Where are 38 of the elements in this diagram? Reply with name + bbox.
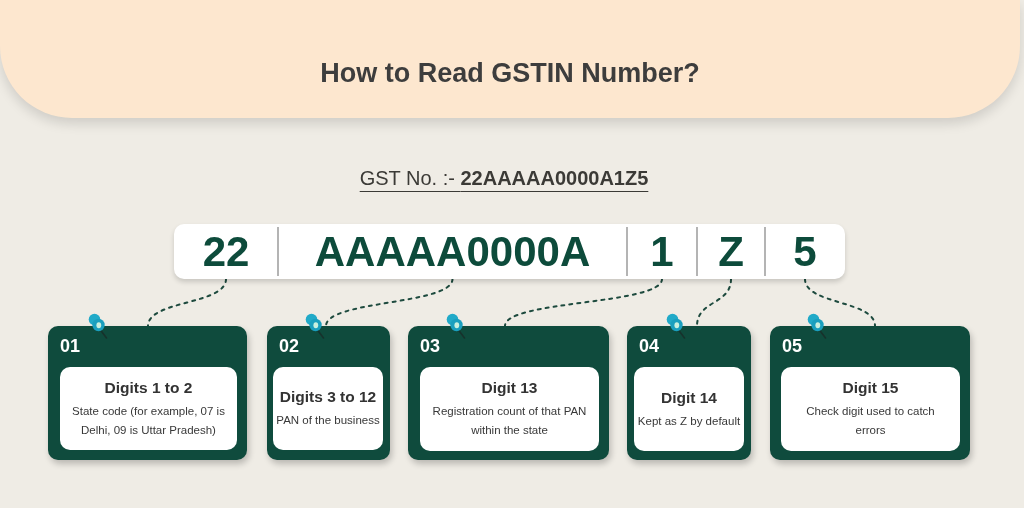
step-card [770, 326, 970, 460]
step-number: 01 [60, 336, 81, 356]
digit-range-heading: Digits 1 to 2 [104, 377, 193, 397]
step-number: 04 [639, 336, 660, 356]
dotted-connector [696, 278, 732, 327]
description-text: State code (for example, 07 is Delhi, 09 is Uttar Pradesh) [71, 403, 226, 438]
info-panel [781, 367, 960, 451]
digit-range-heading: Digits 3 to 12 [279, 387, 377, 406]
dotted-connector [504, 278, 663, 327]
step-card [627, 326, 751, 460]
step-number: 02 [279, 336, 300, 356]
code-part-text: Z [718, 224, 744, 279]
digit-range-heading: Digit 15 [842, 378, 899, 397]
description-text: Kept as Z by default [637, 413, 741, 429]
code-part-text: 22 [202, 224, 250, 279]
description-text: Check digit used to catch errors [805, 404, 936, 438]
dotted-connector [147, 278, 227, 327]
gstin-bar [174, 224, 845, 279]
info-panel [634, 367, 744, 451]
dotted-connector [804, 278, 876, 327]
info-panel [420, 367, 599, 451]
code-part-text: 1 [650, 224, 674, 279]
description-text: PAN of the business [276, 413, 380, 428]
digit-range-heading: Digit 14 [661, 387, 717, 407]
code-part-text: AAAAA0000A [314, 224, 591, 279]
step-card [267, 326, 390, 460]
gst-number-label: GST No. :- 22AAAAA0000A1Z5 [359, 166, 649, 191]
title-text: How to Read GSTIN Number? [320, 57, 700, 89]
info-panel [60, 367, 237, 450]
step-number: 03 [420, 336, 441, 356]
step-card [48, 326, 247, 460]
dotted-connector [325, 278, 454, 327]
step-number: 05 [782, 336, 803, 356]
code-part-text: 5 [793, 224, 817, 279]
digit-range-heading: Digit 13 [481, 378, 538, 397]
info-panel [273, 367, 383, 450]
description-text: Registration count of that PAN within the state [431, 404, 588, 438]
step-card [408, 326, 609, 460]
